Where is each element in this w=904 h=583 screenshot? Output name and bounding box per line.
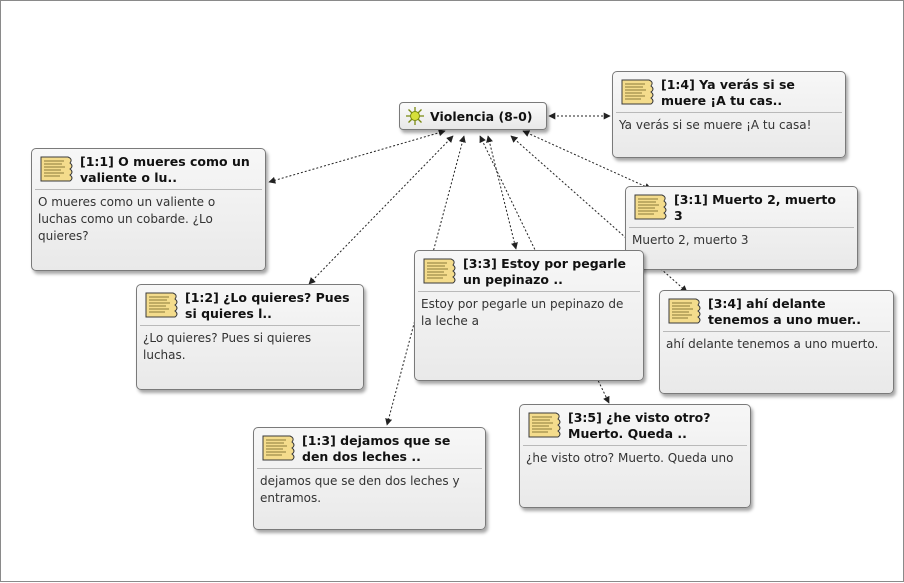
quotation-title: [1:3] dejamos que se den dos leches .. [302,433,451,464]
edge-q-1-1 [268,129,446,184]
quotation-text: Muerto 2, muerto 3 [632,233,749,247]
quotation-text: dejamos que se den dos leches y entramos… [260,474,460,505]
document-icon [145,292,178,318]
quotation-title: [3:1] Muerto 2, muerto 3 [674,192,836,223]
quotation-node-1-2[interactable]: [1:2] ¿Lo quieres? Pues si quieres l.. ¿… [136,284,364,390]
quotation-text: O mueres como un valiente o luchas como … [38,195,216,243]
code-node-violencia[interactable]: Violencia (8-0) [399,102,547,130]
document-icon [262,435,295,461]
quotation-title: [1:1] O mueres como un valiente o lu.. [80,154,250,185]
quotation-node-3-1[interactable]: [3:1] Muerto 2, muerto 3 Muerto 2, muert… [625,186,858,270]
document-icon [621,79,654,105]
code-label: Violencia (8-0) [430,108,533,124]
quotation-node-1-1[interactable]: [1:1] O mueres como un valiente o lu.. O… [31,148,266,271]
document-icon [634,194,667,220]
quotation-text: ahí delante tenemos a uno muerto. [666,337,879,351]
document-icon [528,412,561,438]
quotation-node-3-3[interactable]: [3:3] Estoy por pegarle un pepinazo .. E… [414,250,644,381]
quotation-text: ¿Lo quieres? Pues si quieres luchas. [143,331,312,362]
quotation-title: [3:3] Estoy por pegarle un pepinazo .. [463,256,627,287]
quotation-node-3-5[interactable]: [3:5] ¿he visto otro? Muerto. Queda .. ¿… [519,404,751,508]
quotation-node-1-3[interactable]: [1:3] dejamos que se den dos leches .. d… [253,427,486,530]
document-icon [668,298,701,324]
document-icon [423,258,456,284]
code-star-icon [406,107,424,125]
quotation-title: [3:5] ¿he visto otro? Muerto. Queda .. [568,410,711,441]
quotation-text: Estoy por pegarle un pepinazo de la lech… [421,297,624,328]
edge-q-3-3 [486,135,518,250]
quotation-text: ¿he visto otro? Muerto. Queda uno [526,451,734,465]
quotation-node-3-4[interactable]: [3:4] ahí delante tenemos a uno muer.. a… [659,290,894,394]
quotation-node-1-4[interactable]: [1:4] Ya verás si se muere ¡A tu cas.. Y… [612,71,846,158]
quotation-title: [1:4] Ya verás si se muere ¡A tu cas.. [661,77,795,108]
quotation-text: Ya verás si se muere ¡A tu casa! [619,118,812,132]
quotation-title: [1:2] ¿Lo quieres? Pues si quieres l.. [185,290,350,321]
document-icon [40,156,73,182]
quotation-title: [3:4] ahí delante tenemos a uno muer.. [708,296,862,327]
